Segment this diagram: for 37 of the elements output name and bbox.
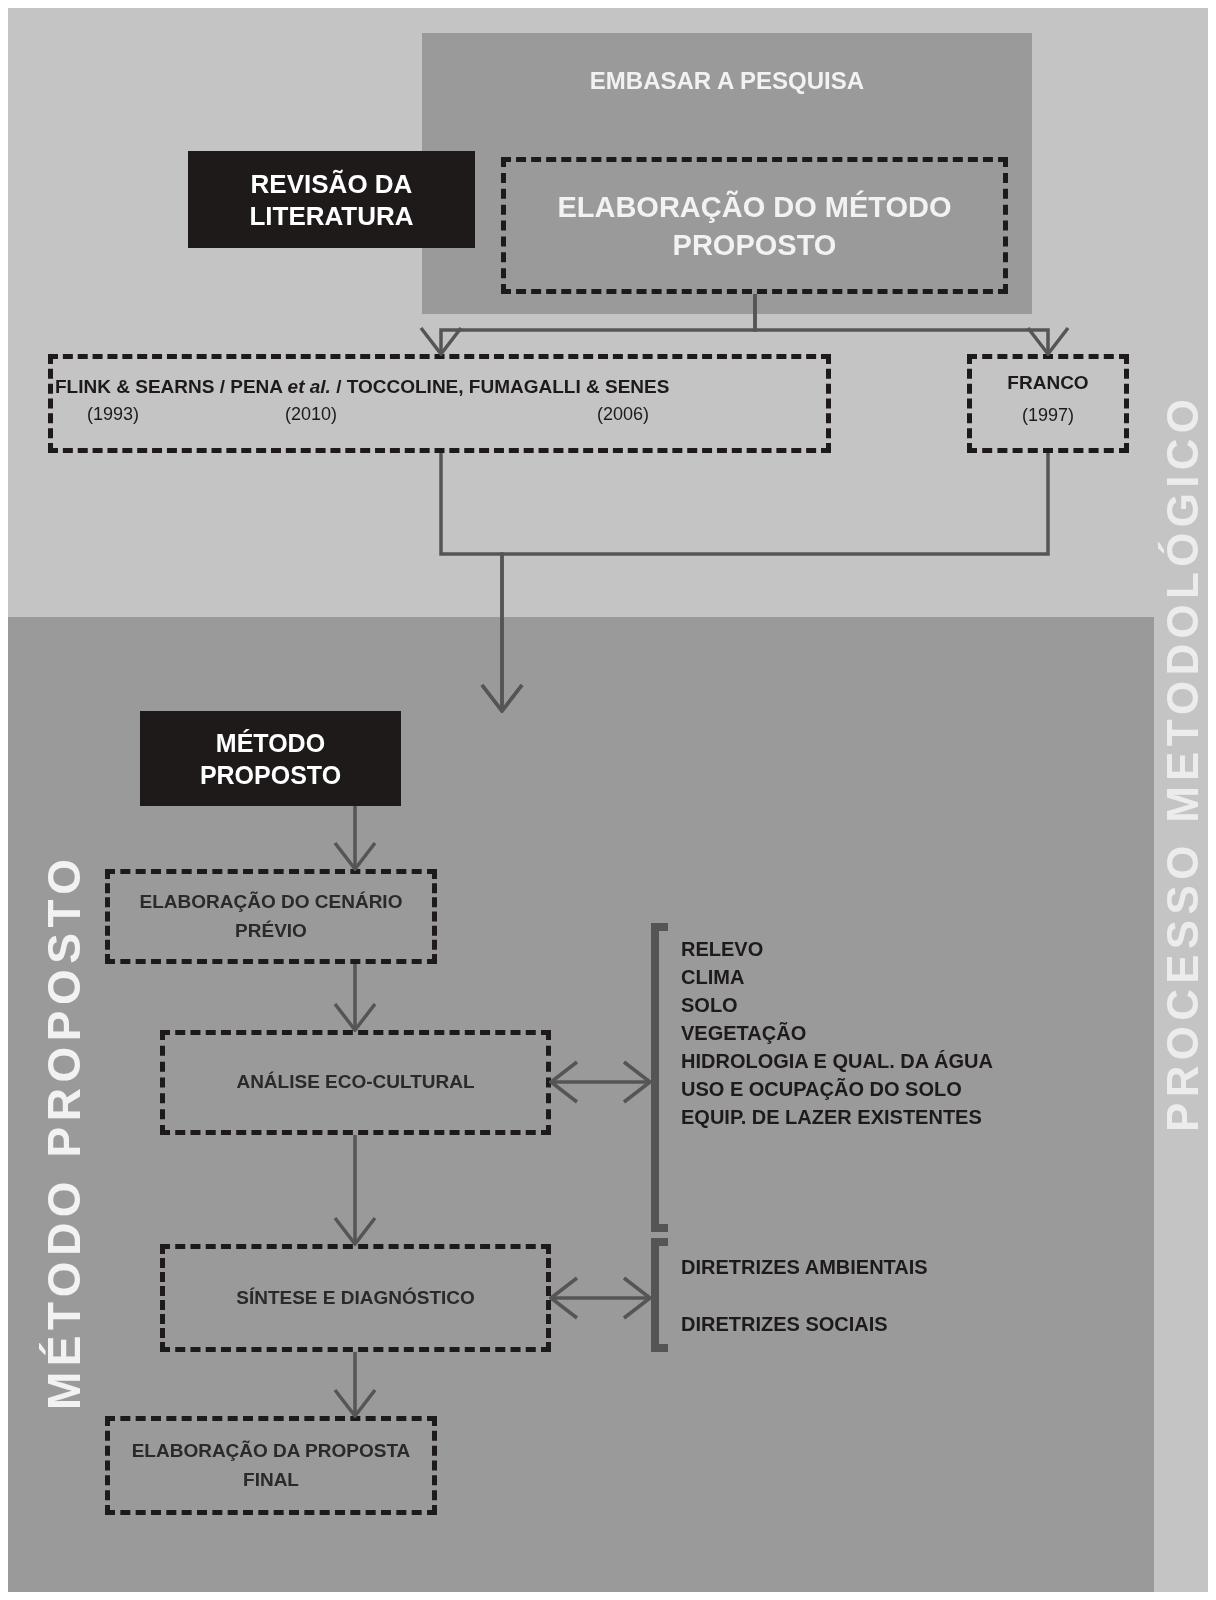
list-item: SOLO bbox=[681, 993, 739, 1017]
dashed-box: ELABORAÇÃO DO MÉTODO PROPOSTO bbox=[501, 157, 1008, 294]
list-item: VEGETAÇÃO bbox=[681, 1021, 808, 1045]
dashed-box bbox=[48, 354, 831, 453]
dashed-box: ELABORAÇÃO DO CENÁRIO PRÉVIO bbox=[105, 869, 437, 964]
list-item: RELEVO bbox=[681, 937, 765, 961]
list-item: DIRETRIZES SOCIAIS bbox=[681, 1311, 889, 1336]
panel-heading: EMBASAR A PESQUISA bbox=[588, 66, 866, 96]
highlight-box: REVISÃO DA LITERATURA bbox=[188, 151, 475, 248]
list-item: EQUIP. DE LAZER EXISTENTES bbox=[681, 1105, 983, 1129]
reference-authors: FLINK & SEARNS / PENA et al. / TOCCOLINE, FUMAGALLI & SENES bbox=[55, 375, 670, 399]
reference-year: (1993) bbox=[87, 403, 140, 426]
dashed-box: ELABORAÇÃO DA PROPOSTA FINAL bbox=[105, 1416, 437, 1515]
arrow bbox=[333, 1352, 377, 1418]
outer-panel bbox=[8, 8, 1208, 1592]
list-item: DIRETRIZES AMBIENTAIS bbox=[681, 1254, 928, 1279]
reference-year: (2006) bbox=[597, 403, 650, 426]
reference-authors: FRANCO bbox=[1007, 371, 1089, 395]
dashed-box: SÍNTESE E DIAGNÓSTICO bbox=[160, 1244, 551, 1352]
highlight-box: MÉTODO PROPOSTO bbox=[140, 711, 401, 806]
arrow bbox=[480, 453, 1050, 713]
arrow bbox=[333, 806, 377, 871]
list-item: CLIMA bbox=[681, 965, 746, 989]
arrow bbox=[549, 1276, 652, 1320]
reference-year: (2010) bbox=[285, 403, 338, 426]
arrow bbox=[333, 964, 377, 1032]
arrow bbox=[333, 1135, 377, 1246]
dashed-box bbox=[967, 354, 1129, 453]
arrow bbox=[549, 1060, 652, 1104]
list-item: HIDROLOGIA E QUAL. DA ÁGUA bbox=[681, 1049, 993, 1073]
arrow bbox=[753, 294, 1070, 356]
vertical-section-title: MÉTODO PROPOSTO bbox=[36, 852, 91, 1413]
reference-year: (1997) bbox=[1022, 403, 1074, 427]
list-item: USO E OCUPAÇÃO DO SOLO bbox=[681, 1077, 963, 1101]
section-panel bbox=[422, 33, 1032, 314]
dashed-box: ANÁLISE ECO-CULTURAL bbox=[160, 1030, 551, 1135]
section-panel bbox=[8, 617, 1154, 1592]
